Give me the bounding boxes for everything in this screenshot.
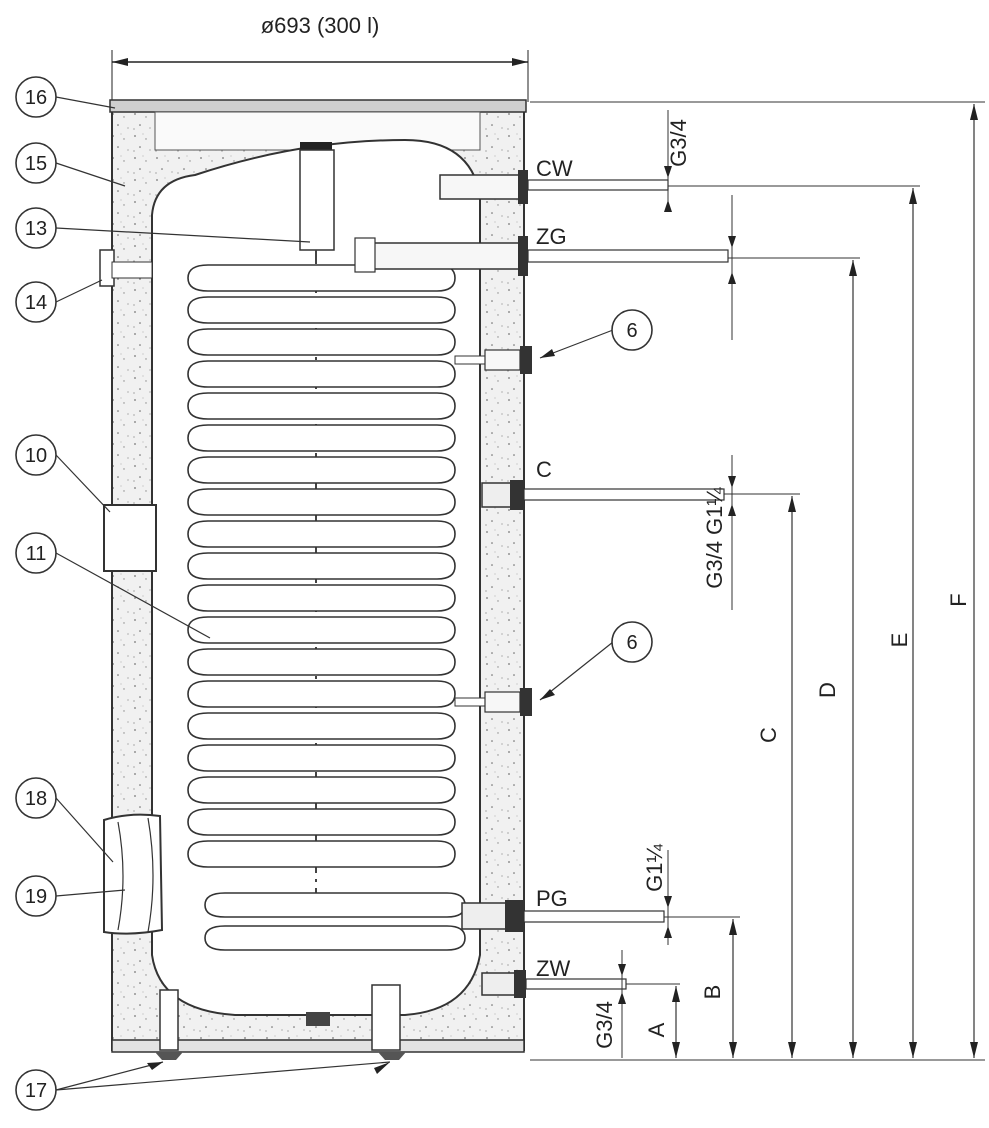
- callout-10-label: 10: [25, 445, 47, 467]
- top-dimension-label: ø693 (300 l): [261, 13, 380, 38]
- inner-pipe: [299, 149, 335, 251]
- callout-11-label: 11: [26, 543, 47, 565]
- coil-loop: [187, 360, 456, 388]
- thread-label-cw: G3/4: [666, 119, 691, 167]
- height-label-c: C: [756, 727, 781, 743]
- bottom-drain: [306, 1012, 330, 1026]
- callout-13: [15, 207, 57, 249]
- top-cover: [109, 99, 527, 113]
- callout-18-label: 18: [25, 788, 47, 810]
- coil-loop: [187, 808, 456, 836]
- height-label-e: E: [887, 633, 912, 648]
- connection-label-pg: PG: [536, 886, 568, 911]
- coil-loop: [187, 392, 456, 420]
- height-label-d: D: [815, 682, 840, 698]
- connection-label-zw: ZW: [536, 956, 570, 981]
- callout-10: [15, 434, 57, 476]
- coil-loop: [187, 552, 456, 580]
- coil-loop: [204, 925, 466, 951]
- thread-label-zw: G3/4: [592, 1001, 617, 1049]
- coil-loop: [187, 616, 456, 644]
- callout-6-lower: [611, 621, 653, 663]
- callout-13-label: 13: [25, 218, 47, 240]
- tank-feet: [155, 984, 406, 1060]
- coil-loop: [187, 744, 456, 772]
- coil-loop: [187, 296, 456, 324]
- coil-loop: [187, 680, 456, 708]
- callout-6-lower-label: 6: [626, 632, 637, 654]
- callout-15-label: 15: [25, 153, 47, 175]
- coil-loop: [187, 584, 456, 612]
- height-label-a: A: [644, 1022, 669, 1037]
- connection-label-cw: CW: [536, 156, 573, 181]
- callout-6-upper: [611, 309, 653, 351]
- height-label-b: B: [700, 985, 725, 1000]
- callout-15: [15, 142, 57, 184]
- left-fittings: [99, 249, 164, 935]
- connection-pipes: [354, 170, 729, 998]
- coil-loop: [187, 776, 456, 804]
- dimension-lines: [530, 101, 985, 1061]
- callout-17-label: 17: [25, 1080, 47, 1102]
- callout-17: [15, 1069, 57, 1111]
- heat-exchanger-coil: [187, 264, 466, 951]
- callout-14-label: 14: [25, 292, 47, 314]
- callout-16: [15, 76, 57, 118]
- bottom-plate: [111, 1039, 525, 1053]
- coil-loop: [187, 840, 456, 868]
- callout-11: [15, 532, 57, 574]
- callout-bubbles: 16 15 13 14 10 11 18 19 17 6 6: [15, 76, 653, 1111]
- coil-loop: [187, 648, 456, 676]
- callout-18: [15, 777, 57, 819]
- top-dimension: ø693 (300 l): [111, 13, 529, 102]
- callout-19: [15, 875, 57, 917]
- thread-label-c: G3/4 G1¼: [702, 487, 727, 589]
- inspection-flange: [103, 813, 164, 935]
- callout-14: [15, 281, 57, 323]
- callout-6-upper-label: 6: [626, 320, 637, 342]
- coil-loop: [187, 328, 456, 356]
- coil-loop: [187, 424, 456, 452]
- connection-label-c: C: [536, 457, 552, 482]
- leader-lines: [55, 96, 614, 1091]
- electric-heater-port: [103, 504, 157, 572]
- coil-loop: [187, 712, 456, 740]
- height-label-f: F: [946, 593, 971, 606]
- coil-loop: [187, 264, 456, 292]
- callout-16-label: 16: [25, 87, 47, 109]
- coil-loop: [187, 488, 456, 516]
- connection-label-zg: ZG: [536, 224, 567, 249]
- coil-loop: [187, 520, 456, 548]
- coil-loop: [204, 892, 466, 918]
- thread-label-pg: G1¼: [642, 844, 667, 892]
- callout-19-label: 19: [25, 886, 47, 908]
- coil-loop: [187, 456, 456, 484]
